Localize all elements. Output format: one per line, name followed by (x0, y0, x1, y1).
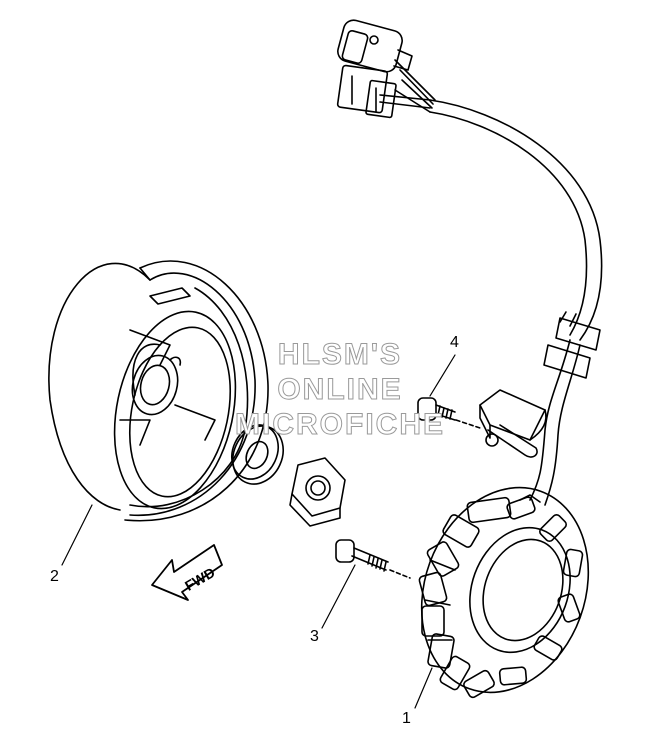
watermark-line-3: MICROFICHE (235, 408, 445, 441)
hex-nut (289, 457, 346, 527)
wire-harness (379, 59, 603, 506)
watermark-line-1: HLSM'S (277, 338, 403, 371)
watermark-line-2: ONLINE (277, 373, 403, 406)
pickup-coil (479, 389, 547, 458)
callout-part-2: 2 (50, 568, 59, 585)
leader-line-2 (61, 504, 93, 566)
connector-block (336, 64, 397, 119)
flywheel-rotor (48, 260, 269, 522)
leader-line-3 (321, 564, 356, 629)
fwd-arrow (151, 544, 223, 601)
leader-line-4 (429, 354, 456, 397)
bolt-part-3 (335, 539, 411, 579)
callout-part-3: 3 (310, 628, 319, 645)
connector-round (337, 19, 413, 73)
screw-part-4 (417, 397, 481, 429)
leader-lines (61, 354, 456, 709)
leader-line-1 (414, 667, 433, 709)
callout-part-1: 1 (402, 710, 411, 727)
stator (418, 486, 590, 699)
callout-part-4: 4 (450, 334, 459, 351)
washer (231, 424, 284, 485)
